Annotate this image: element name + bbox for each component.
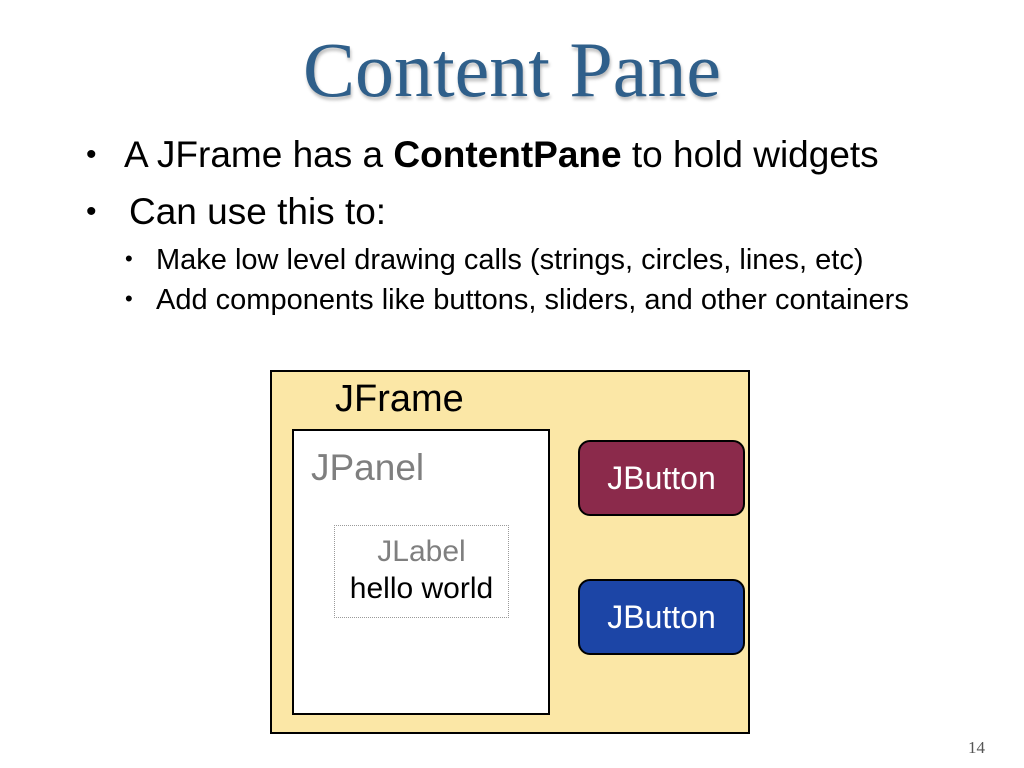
jpanel-label: JPanel [311,447,425,488]
jlabel-caption: JLabel [377,535,466,568]
bullet-1-text-bold: ContentPane [393,134,622,175]
bullet-marker: • [86,138,97,171]
jlabel-box: JLabel hello world [334,525,509,618]
page-number: 14 [968,738,985,757]
jframe-label: JFrame [335,378,464,420]
jpanel-box [292,429,550,715]
sub-bullet-2-text: Add components like buttons, sliders, an… [156,284,909,316]
jbutton-maroon[interactable]: JButton [578,440,745,516]
sub-bullet-marker: • [125,246,133,271]
bullet-1: • A JFrame has a ContentPane to hold wid… [86,133,879,177]
jbutton-blue[interactable]: JButton [578,579,745,655]
bullet-2-text: Can use this to: [129,191,387,232]
bullet-1-text-end: to hold widgets [621,134,879,175]
sub-bullet-marker: • [125,286,133,311]
bullet-marker: • [86,195,97,228]
sub-bullet-2: • Add components like buttons, sliders, … [125,282,909,318]
bullet-2: • Can use this to: [86,190,387,234]
bullet-1-text-start: A JFrame has a [124,134,394,175]
jlabel-text: hello world [349,572,494,605]
sub-bullet-1: • Make low level drawing calls (strings,… [125,242,864,278]
slide-title: Content Pane [302,26,722,113]
sub-bullet-1-text: Make low level drawing calls (strings, c… [156,244,864,276]
